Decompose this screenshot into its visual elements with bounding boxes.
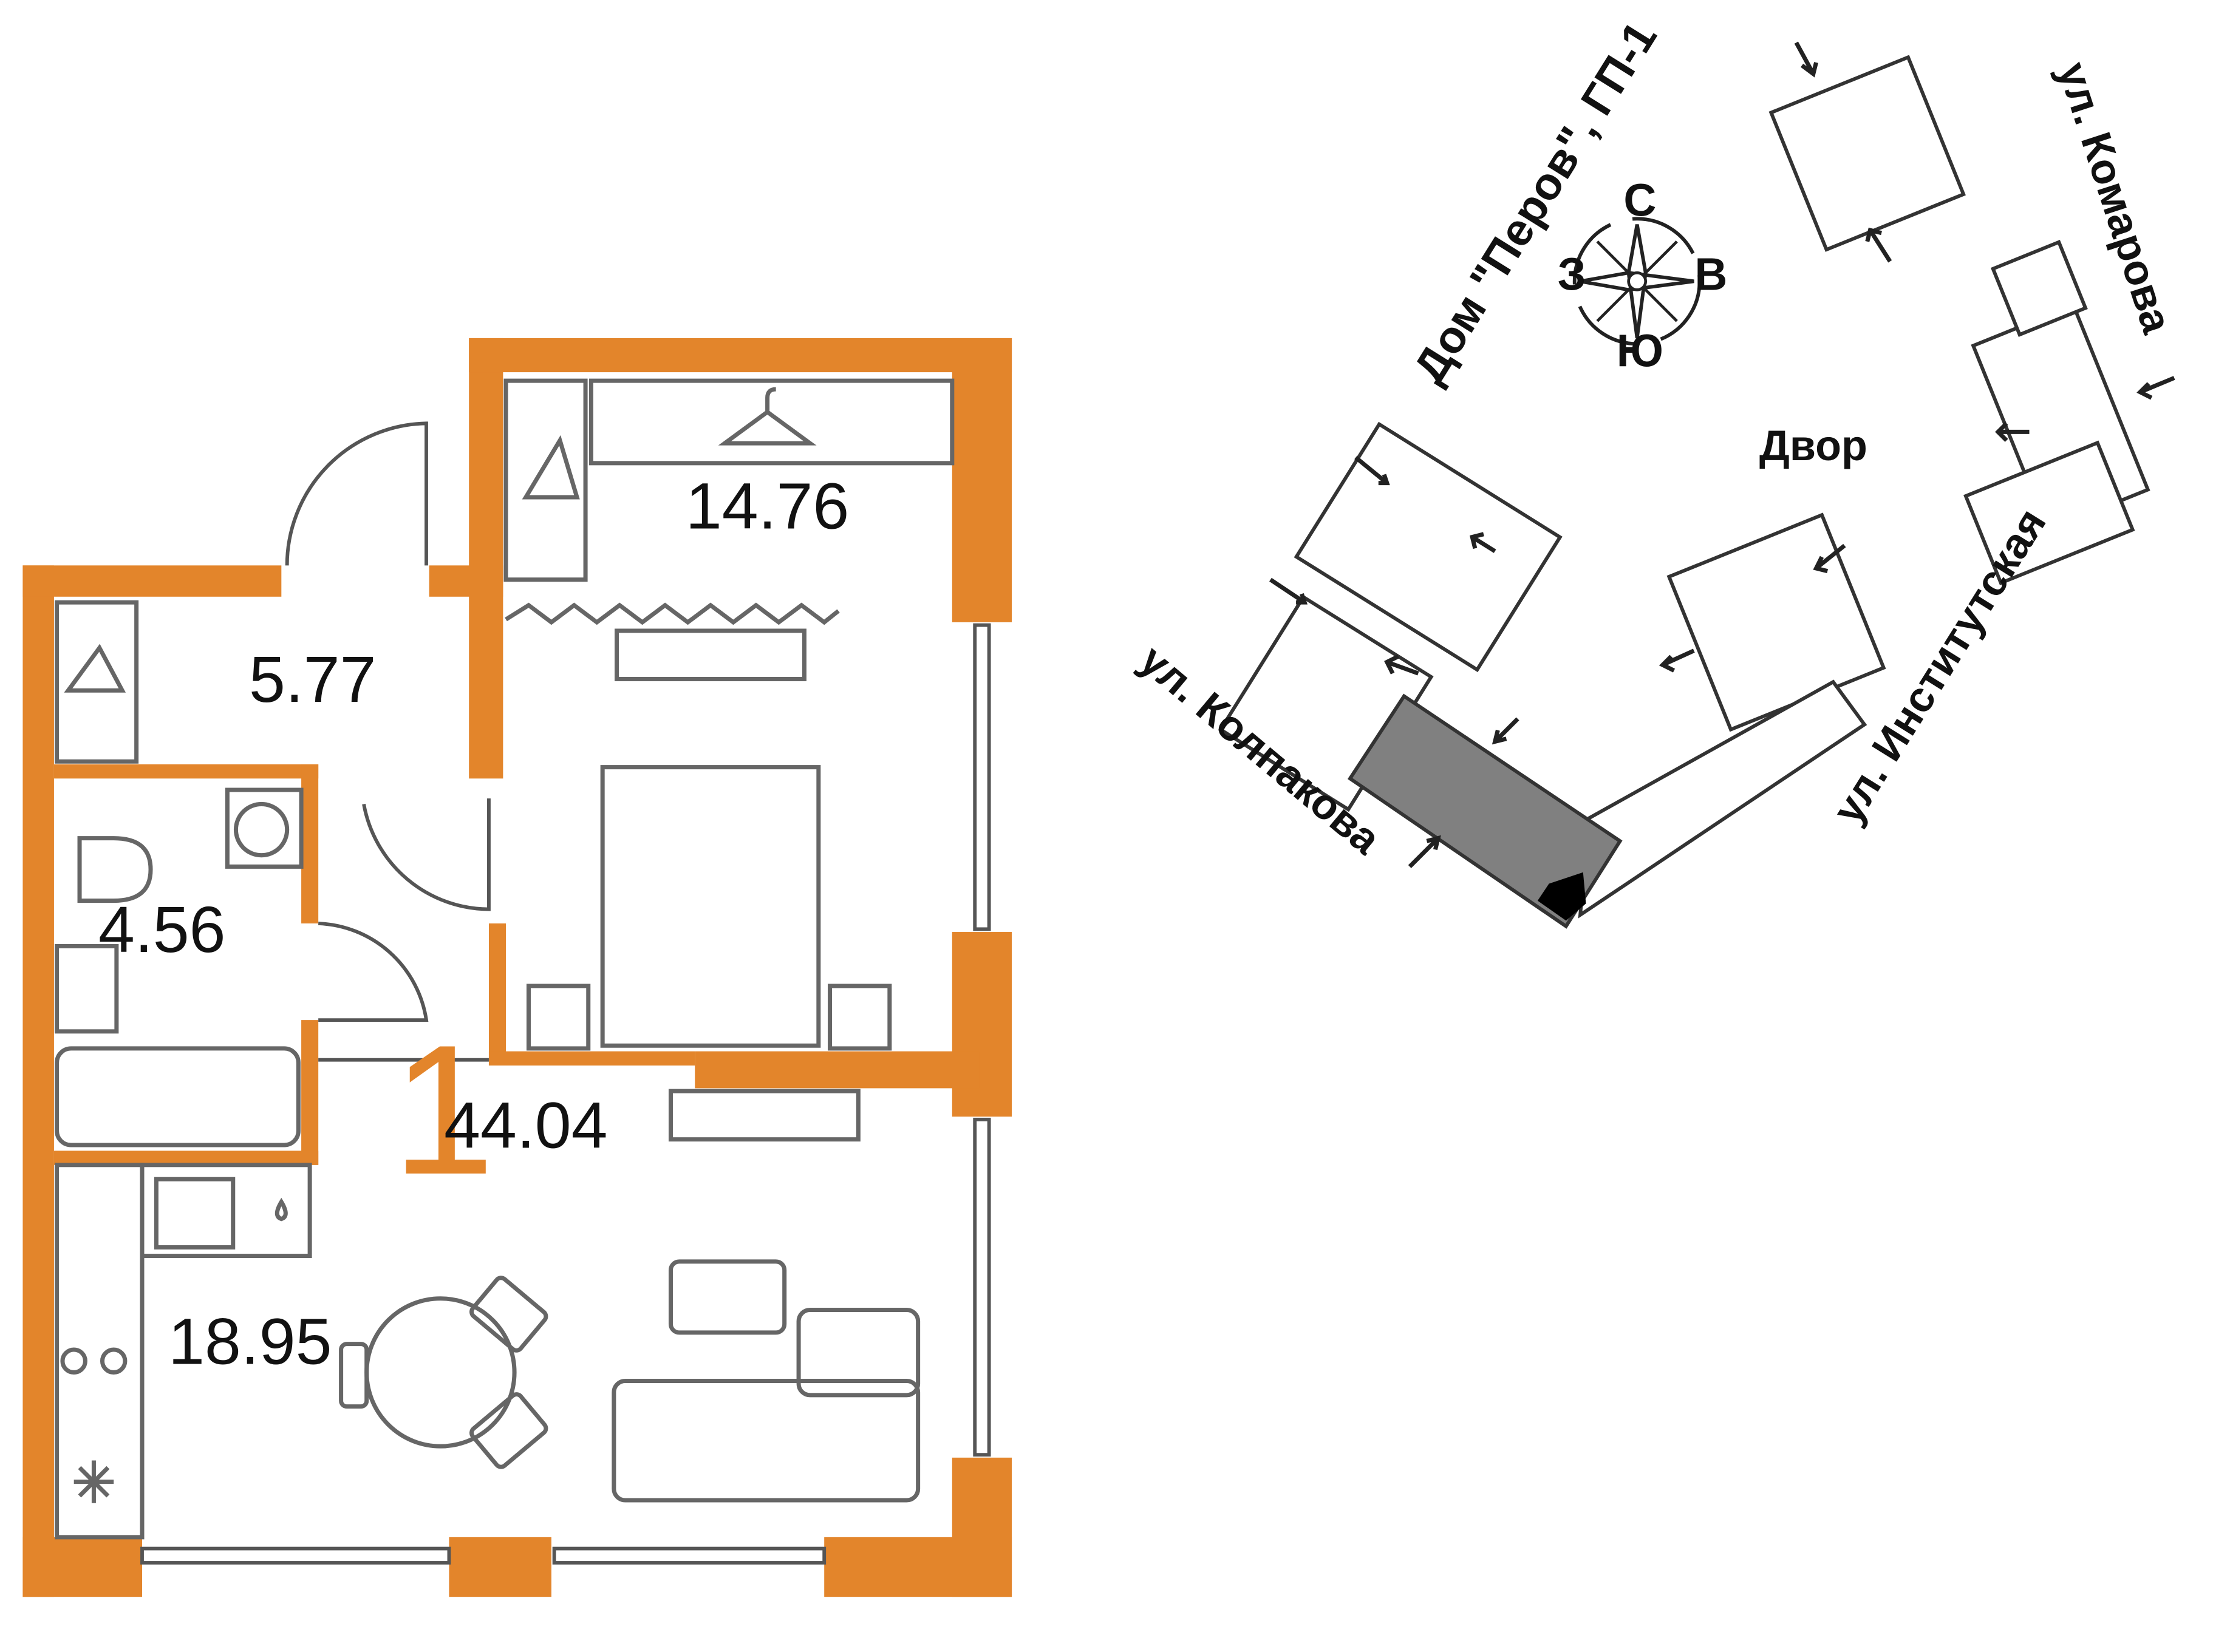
- bedroom-area: 14.76: [686, 469, 849, 542]
- room-count: 1: [392, 1007, 494, 1213]
- doors: [285, 421, 491, 1062]
- floor-plan: 14.76 5.77 4.56 18.95 1 44.04: [22, 338, 1012, 1597]
- compass-west: З: [1558, 248, 1586, 299]
- hanger-icon: [718, 387, 817, 446]
- room-labels: 14.76 5.77 4.56 18.95 1 44.04: [98, 469, 849, 1378]
- walls: [22, 338, 1012, 1597]
- kitchen-fixtures: [55, 1163, 312, 1540]
- droplet-icon: [274, 1197, 288, 1222]
- highlighted-building: [1347, 693, 1623, 929]
- wardrobes: [55, 378, 955, 764]
- compass-north: С: [1623, 175, 1656, 226]
- section-marker: [1537, 872, 1586, 921]
- courtyard-label: Двор: [1759, 421, 1867, 469]
- hanger-icon: [522, 435, 580, 500]
- total-area: 44.04: [444, 1089, 607, 1162]
- compass-south: Ю: [1617, 325, 1663, 376]
- hanger-icon: [64, 644, 126, 693]
- site-map: С Ю З В Двор Дом "Перов", ГП-1 ул. Комар…: [1131, 13, 2182, 929]
- bathroom-fixtures: [55, 787, 304, 1147]
- hall-area: 5.77: [249, 643, 376, 716]
- buildings: [1218, 55, 2150, 929]
- bedroom-furniture: [505, 602, 892, 1142]
- compass-icon: С Ю З В: [1558, 175, 1728, 376]
- entrance-arrows: [1269, 41, 2175, 868]
- bathroom-area: 4.56: [98, 893, 225, 966]
- living-furniture: [339, 1259, 921, 1503]
- snowflake-icon: [73, 1460, 114, 1503]
- kitchen-living-area: 18.95: [168, 1305, 332, 1378]
- compass-east: В: [1694, 248, 1727, 299]
